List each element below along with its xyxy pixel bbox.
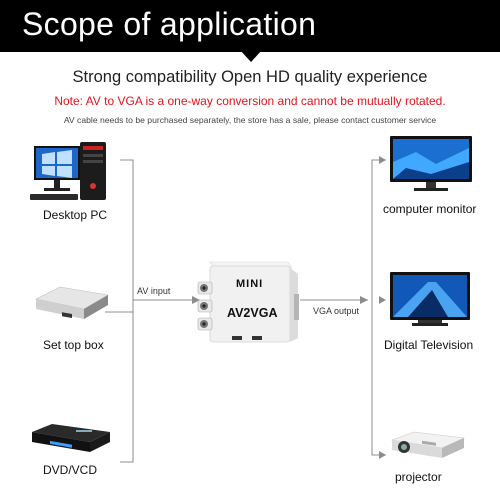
input-label-set-top-box: Set top box	[43, 338, 104, 352]
vga-output-arrowhead	[360, 296, 368, 304]
headline-note: Note: AV to VGA is a one-way conversion …	[54, 94, 446, 108]
output-label-computer-monitor: computer monitor	[383, 202, 477, 216]
output-label-digital-television: Digital Television	[384, 338, 474, 352]
desktop-pc-icon	[28, 140, 110, 204]
header-notch	[240, 50, 262, 62]
output-label-projector: projector	[395, 470, 442, 484]
input-bracket	[120, 159, 134, 463]
projector-icon	[388, 430, 466, 464]
input-label-dvd: DVD/VCD	[43, 463, 98, 477]
set-top-box-icon	[32, 285, 110, 325]
headline-compatibility: Strong compatibility Open HD quality exp…	[72, 68, 428, 86]
television-icon	[388, 270, 472, 328]
page-title: Scope of application	[22, 6, 317, 42]
vga-output-label: VGA output	[313, 306, 360, 316]
av-input-label: AV input	[137, 286, 171, 296]
arrowhead-tv	[379, 296, 386, 304]
arrowhead-monitor	[379, 156, 386, 164]
arrowhead-projector	[379, 451, 386, 459]
av-input-arrowhead	[192, 296, 200, 304]
computer-monitor-icon	[386, 134, 476, 194]
converter-brand: MINI	[236, 278, 264, 290]
headline-cable-notice: AV cable needs to be purchased separatel…	[63, 115, 437, 125]
dvd-player-icon	[28, 422, 112, 456]
converter-model: AV2VGA	[227, 306, 278, 320]
av2vga-converter	[196, 254, 300, 350]
input-label-desktop-pc: Desktop PC	[43, 208, 108, 222]
header-banner: Scope of application	[0, 0, 500, 52]
